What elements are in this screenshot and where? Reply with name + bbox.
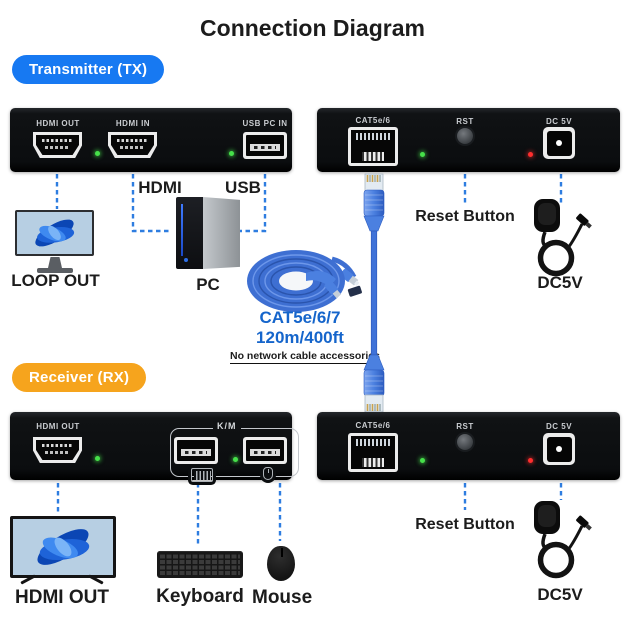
reset-button-control [457, 128, 473, 144]
tx-dc5v-label: DC5V [537, 273, 583, 292]
green-led [95, 151, 100, 156]
rx-dc-label: DC 5V [545, 422, 573, 431]
cable-note-text: No network cable accessories [230, 350, 380, 364]
keyboard-usb-port [174, 437, 218, 464]
km-label: K/M [213, 421, 241, 431]
rx-cat-label: CAT5e/6 [355, 421, 391, 430]
cable-type-label: CAT5e/6/7 [259, 308, 341, 327]
cable-note-label: No network cable accessories [226, 350, 384, 364]
pc-side-panel [203, 197, 240, 269]
cable-coil [247, 250, 362, 312]
tx-extender-unit: CAT5e/6 RST DC 5V [317, 108, 620, 172]
dc-5v-jack [543, 433, 575, 465]
cat5e-port [348, 433, 398, 472]
keyboard-device [157, 551, 243, 578]
green-led [420, 458, 425, 463]
rx-hdmi-out-display-label: HDMI OUT [15, 587, 109, 608]
monitor-stand [48, 257, 62, 268]
monitor-screen [15, 210, 94, 256]
transmitter-badge: Transmitter (TX) [12, 55, 165, 84]
hdmi-connection-label: HDMI [138, 178, 182, 197]
windows-wallpaper [17, 212, 92, 254]
tx-hdmi-out-label: HDMI OUT [36, 119, 80, 128]
green-led [233, 457, 238, 462]
mouse-label: Mouse [252, 587, 313, 608]
rx-rst-label: RST [456, 422, 474, 431]
tx-main-unit: HDMI OUT HDMI IN USB PC IN [10, 108, 292, 172]
tx-rst-label: RST [456, 117, 474, 126]
loop-out-label: LOOP OUT [11, 271, 100, 290]
mouse-icon [263, 467, 273, 480]
tx-hdmi-in-label: HDMI IN [115, 119, 151, 128]
green-led [420, 152, 425, 157]
keyboard-label: Keyboard [156, 586, 244, 607]
tv-screen [10, 516, 116, 578]
hdmi-out-tv [10, 516, 116, 586]
tx-power-adapter [534, 199, 592, 277]
mouse-device [267, 546, 295, 581]
pc-front-panel [176, 197, 203, 269]
windows-wallpaper [13, 519, 113, 575]
receiver-badge: Receiver (RX) [12, 363, 147, 392]
tx-usb-pc-in-label: USB PC IN [242, 119, 288, 128]
usb-pc-in-port [243, 132, 287, 159]
cat5e-port [348, 127, 398, 166]
green-led [95, 456, 100, 461]
rx-extender-unit: CAT5e/6 RST DC 5V [317, 412, 620, 480]
pc-label: PC [196, 275, 220, 294]
usb-connection-label: USB [225, 178, 261, 197]
tx-reset-button-label: Reset Button [415, 208, 515, 225]
mouse-usb-port [243, 437, 287, 464]
rx-power-adapter [534, 501, 592, 579]
rx-reset-button-label: Reset Button [415, 516, 515, 533]
hdmi-out-port [33, 437, 82, 463]
loop-out-monitor [15, 210, 95, 273]
red-led [528, 458, 533, 463]
green-led [229, 151, 234, 156]
monitor-base [37, 268, 73, 273]
pc-tower [176, 197, 240, 269]
rx-dc5v-label: DC5V [537, 585, 583, 604]
cable-length-label: 120m/400ft [256, 328, 344, 347]
tx-cat-label: CAT5e/6 [355, 116, 391, 125]
rx-main-unit: HDMI OUT K/M [10, 412, 299, 482]
page-title: Connection Diagram [200, 15, 425, 41]
ethernet-cable [363, 173, 385, 413]
rx-hdmi-out-label: HDMI OUT [36, 422, 80, 431]
reset-button-control [457, 434, 473, 450]
hdmi-in-port [108, 132, 157, 158]
dc-5v-jack [543, 127, 575, 159]
hdmi-out-port [33, 132, 82, 158]
tx-dc-label: DC 5V [545, 117, 573, 126]
keyboard-icon [191, 468, 213, 482]
red-led [528, 152, 533, 157]
